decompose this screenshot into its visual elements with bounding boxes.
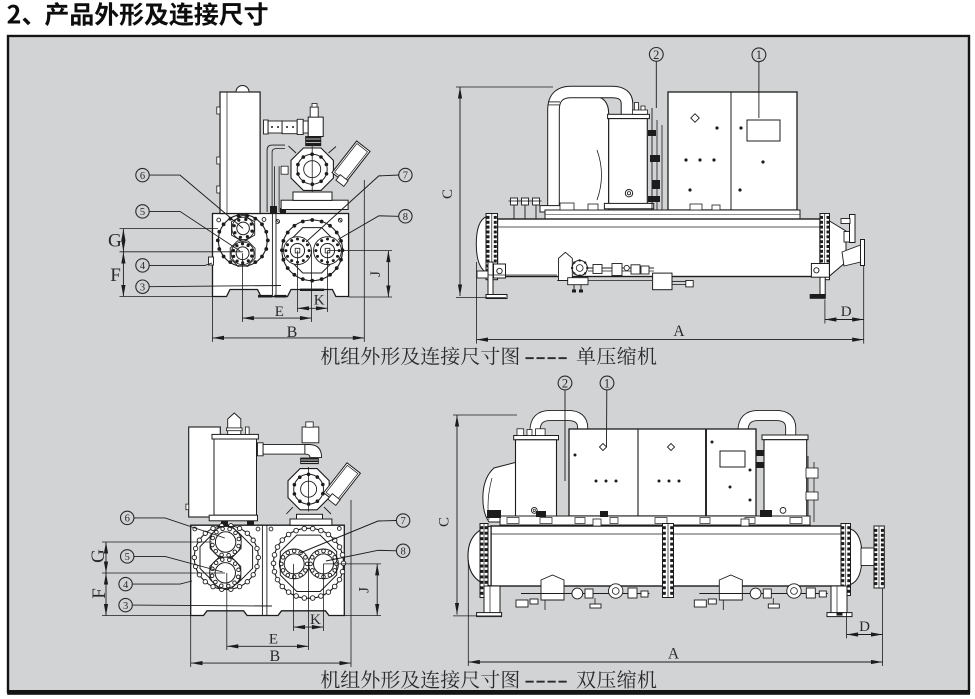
svg-text:E: E xyxy=(275,304,284,320)
svg-text:B: B xyxy=(269,648,280,665)
svg-text:7: 7 xyxy=(400,516,405,527)
svg-text:F: F xyxy=(89,588,110,599)
svg-text:J: J xyxy=(368,271,384,277)
svg-text:8: 8 xyxy=(400,546,405,557)
svg-text:1: 1 xyxy=(604,376,610,390)
svg-text:C: C xyxy=(437,517,453,527)
svg-text:3: 3 xyxy=(123,601,128,612)
svg-text:5: 5 xyxy=(125,552,130,563)
svg-text:J: J xyxy=(357,587,373,593)
svg-text:G: G xyxy=(88,549,109,563)
svg-text:K: K xyxy=(310,612,321,628)
svg-text:G: G xyxy=(108,230,122,251)
svg-text:B: B xyxy=(287,324,298,341)
svg-text:C: C xyxy=(440,189,456,199)
svg-text:D: D xyxy=(859,619,870,635)
svg-text:6: 6 xyxy=(140,171,145,182)
svg-text:E: E xyxy=(269,632,278,648)
svg-text:8: 8 xyxy=(403,212,408,223)
svg-text:A: A xyxy=(668,646,680,663)
svg-text:5: 5 xyxy=(140,207,145,218)
svg-text:4: 4 xyxy=(123,580,129,591)
svg-text:3: 3 xyxy=(140,282,145,293)
svg-text:A: A xyxy=(673,323,685,340)
svg-text:6: 6 xyxy=(125,514,130,525)
svg-text:D: D xyxy=(841,304,852,320)
svg-text:2: 2 xyxy=(653,48,659,62)
svg-text:2: 2 xyxy=(562,376,568,390)
svg-text:7: 7 xyxy=(403,171,408,182)
svg-text:K: K xyxy=(314,292,325,308)
svg-text:1: 1 xyxy=(756,48,762,62)
svg-text:4: 4 xyxy=(140,261,146,272)
svg-text:F: F xyxy=(110,265,121,286)
